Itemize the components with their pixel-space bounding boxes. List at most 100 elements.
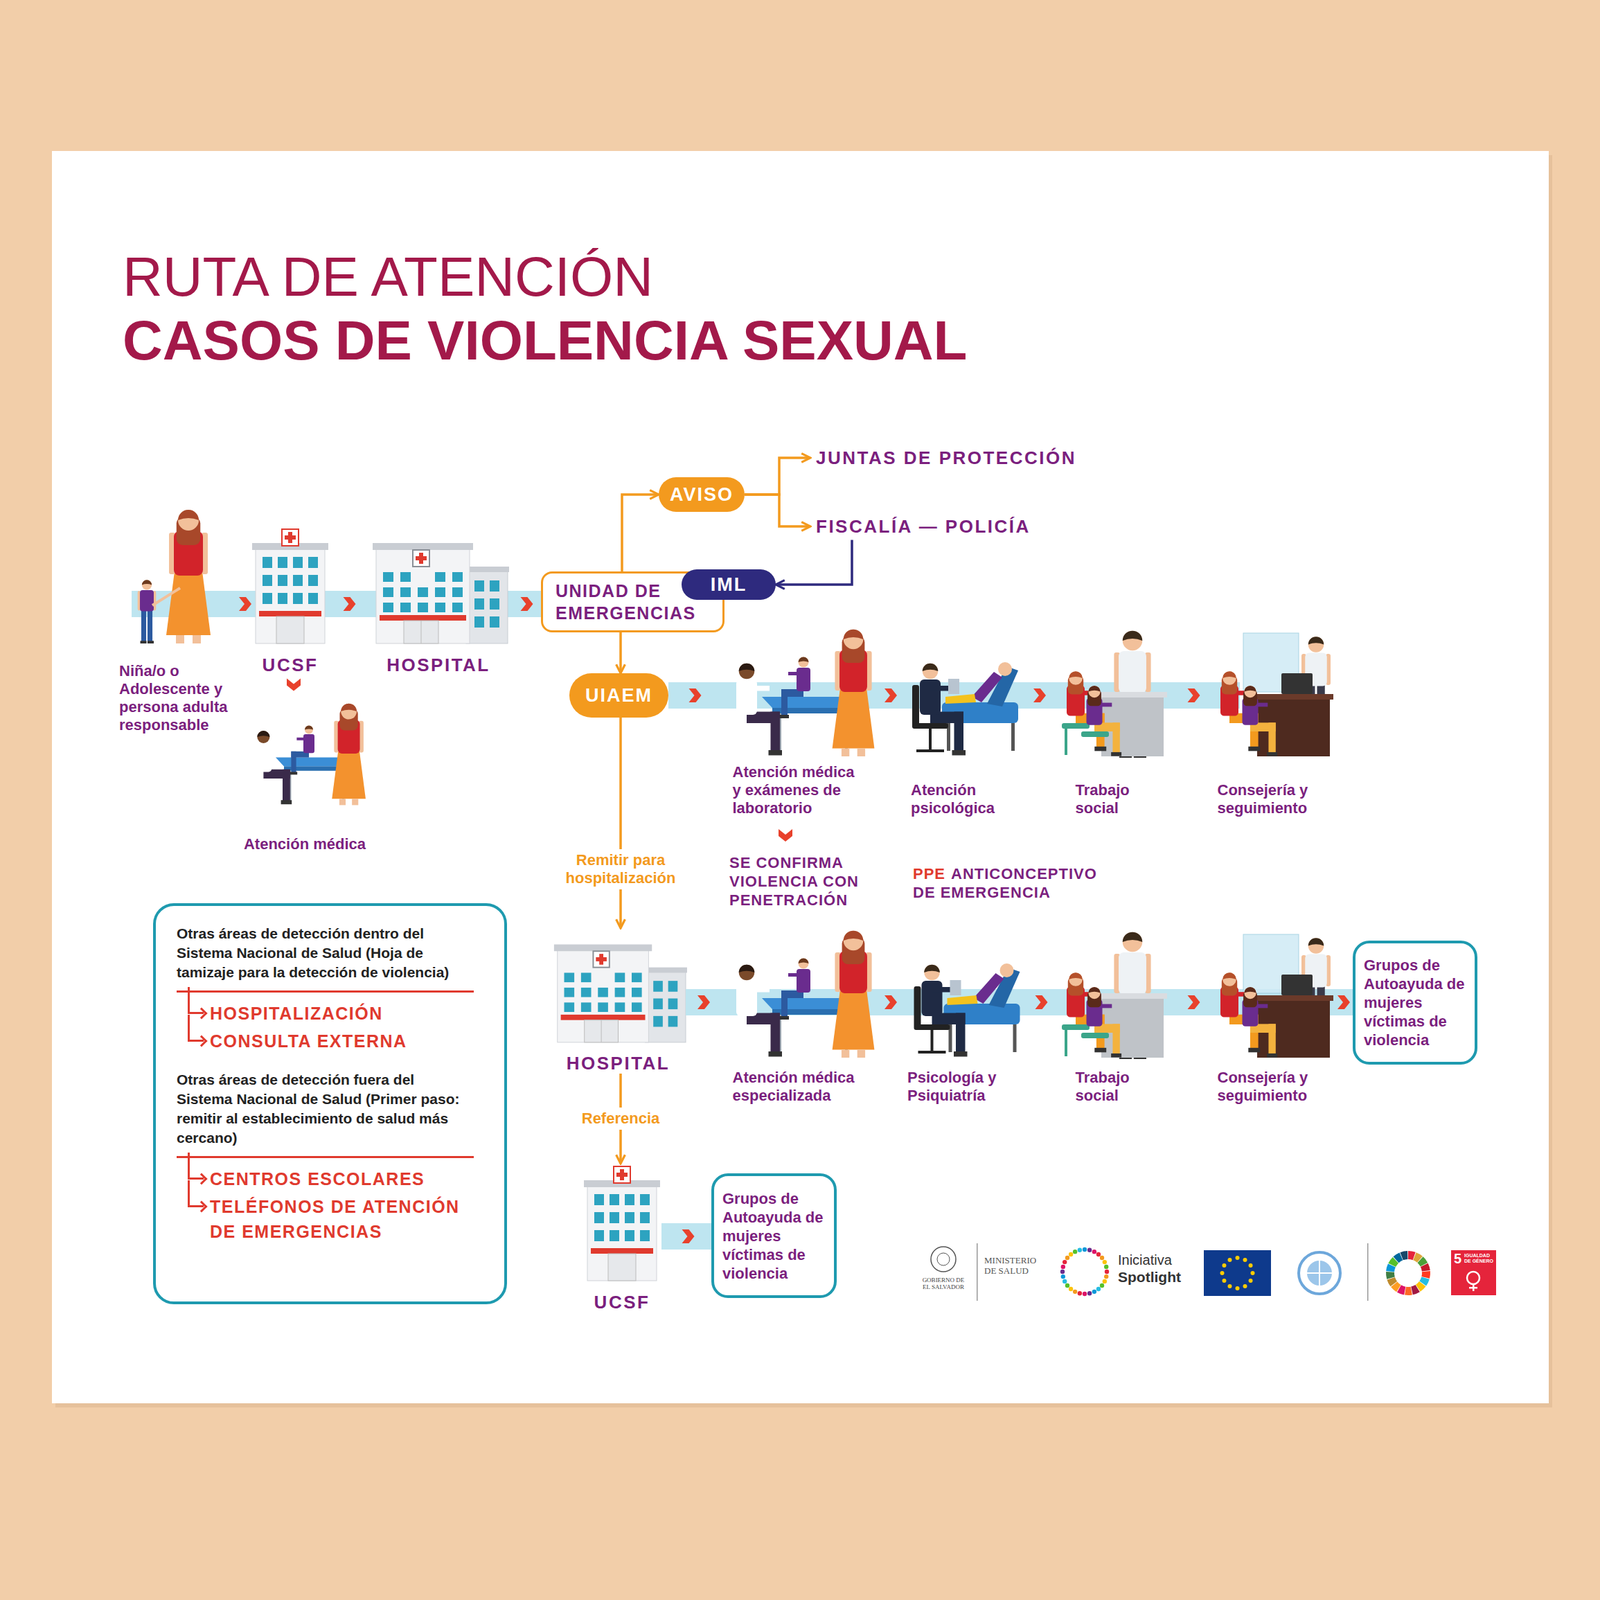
illustration-part	[178, 509, 199, 531]
illustration-part	[1099, 1283, 1105, 1288]
hospital-building: HOSPITAL	[365, 526, 512, 676]
illustration-part	[1061, 1264, 1066, 1269]
illustration-part	[843, 629, 864, 640]
hospital-building: HOSPITAL	[550, 928, 686, 1074]
illustration-part	[739, 663, 755, 680]
illustration-part	[1072, 1289, 1078, 1294]
illustration-part	[1087, 1291, 1092, 1296]
illustration-part	[1248, 1047, 1260, 1053]
illustration-part	[1068, 1252, 1073, 1257]
illustration-part	[147, 640, 154, 644]
illustration-part	[1243, 685, 1256, 692]
flow-connector	[238, 597, 252, 611]
illustration-part	[1062, 1259, 1067, 1265]
flow-connector	[685, 995, 721, 1010]
illustration-part	[1308, 636, 1325, 653]
illustration-part	[192, 635, 201, 644]
illustration-part	[624, 1230, 635, 1242]
node-label: UCSF	[594, 1291, 651, 1313]
illustration-part	[1221, 1278, 1226, 1283]
illustration-part	[581, 987, 592, 998]
care-scene: Atención médica y exámenes de laboratori…	[720, 616, 877, 818]
care-scene: Atención médica	[235, 692, 375, 854]
connector-label: Referencia	[577, 1107, 665, 1130]
flow-connector	[1333, 995, 1353, 1010]
illustration-part	[1404, 1286, 1413, 1296]
illustration-part	[609, 1194, 620, 1206]
illustration-part	[1399, 1250, 1408, 1260]
illustration-part	[613, 1166, 631, 1184]
illustration-part	[561, 1014, 646, 1021]
illustration-part	[1092, 1249, 1097, 1254]
illustration-part	[912, 662, 1019, 756]
illustration-part	[624, 1194, 635, 1206]
panel-item: HOSPITALIZACIÓN	[176, 1000, 488, 1026]
illustration-part	[736, 629, 875, 757]
illustration-part	[595, 957, 607, 962]
illustration-part	[1222, 972, 1237, 987]
illustration-part	[400, 572, 411, 582]
flow-connector	[775, 540, 852, 586]
illustration-part	[1064, 1029, 1068, 1057]
illustration-part	[1118, 651, 1147, 694]
illustration-part	[400, 602, 411, 613]
illustration-part	[1451, 1250, 1497, 1296]
illustration-part	[140, 640, 147, 644]
illustration-part	[1243, 987, 1256, 994]
illustration-part	[1318, 1260, 1321, 1286]
illustration-part	[1065, 1255, 1070, 1260]
node-label: Trabajo social	[1075, 1068, 1152, 1105]
illustration-part	[1082, 1291, 1087, 1296]
illustration-part	[1094, 1047, 1107, 1053]
illustration-part	[624, 1212, 635, 1224]
illustration-part	[590, 1248, 654, 1254]
illustration-part	[584, 1020, 619, 1043]
illustration-part	[1122, 932, 1143, 942]
illustration-part	[141, 579, 152, 590]
illustration-part	[1104, 1274, 1109, 1279]
diagram-title: RUTA DE ATENCIÓN	[122, 249, 654, 305]
illustration-part	[254, 703, 366, 806]
logo-text: MINISTERIO DE SALUD	[984, 1255, 1051, 1276]
illustration-part	[884, 688, 897, 703]
illustration-part	[1228, 1284, 1233, 1289]
illustration-part	[1068, 1286, 1073, 1292]
care-scene: Consejería y seguimiento	[1215, 917, 1334, 1105]
illustration-part	[1110, 1053, 1122, 1058]
illustration-part	[601, 1020, 602, 1043]
illustration-part	[998, 662, 1012, 677]
illustration-part	[1170, 682, 1216, 709]
illustration-part	[564, 972, 575, 983]
illustration-part	[1072, 1249, 1078, 1254]
illustration-part	[400, 587, 411, 598]
illustration-part	[1187, 688, 1201, 703]
illustration-part	[1068, 972, 1083, 980]
illustration-part	[1243, 685, 1256, 698]
flow-connector	[511, 597, 541, 611]
illustration-part	[841, 1050, 850, 1058]
illustration-part	[331, 750, 366, 799]
illustration-part	[452, 602, 463, 613]
flow-connector	[1170, 688, 1216, 703]
illustration-part	[141, 579, 152, 585]
illustration-part	[1469, 1286, 1478, 1290]
node-label: Consejería y seguimiento	[1217, 1068, 1332, 1105]
illustration-part	[286, 678, 301, 692]
illustration-part	[466, 570, 508, 644]
illustration-part	[277, 556, 288, 568]
illustration-part	[1088, 987, 1100, 994]
node-label: Atención médica	[243, 835, 366, 854]
illustration-part	[876, 989, 904, 1016]
illustration-part	[1420, 1263, 1431, 1272]
uiaem-pill: UIAEM	[569, 673, 669, 718]
illustration-part	[1061, 1274, 1066, 1279]
illustration-part	[1088, 685, 1100, 692]
flow-connector	[620, 717, 622, 929]
illustration-part	[474, 598, 485, 610]
illustration-part	[668, 980, 679, 992]
illustration-part	[798, 657, 810, 663]
illustration-part	[685, 989, 721, 1016]
illustration-part	[372, 543, 510, 644]
illustration-part	[798, 657, 810, 668]
illustration-part	[452, 572, 463, 582]
